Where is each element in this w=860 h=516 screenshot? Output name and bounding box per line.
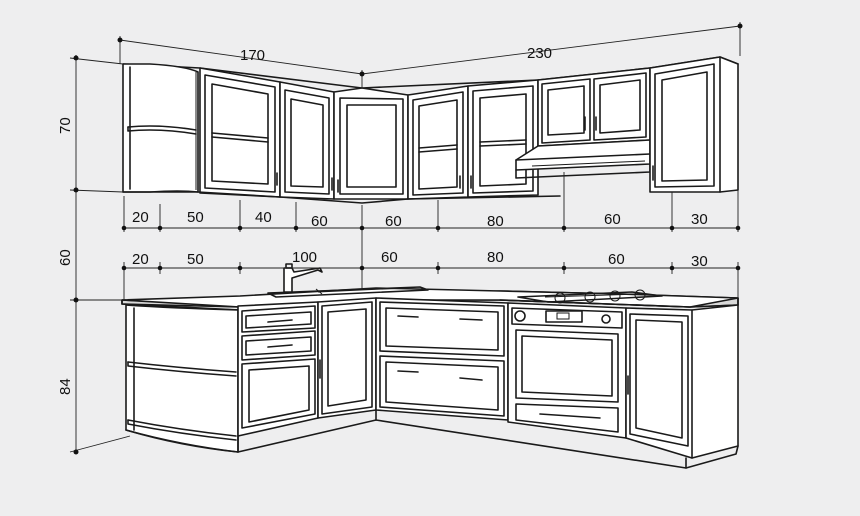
cooktop (517, 289, 663, 304)
lower-large-drawers (375, 297, 509, 421)
upper-corner-cabinet (333, 87, 409, 200)
dim-label-height-lower: 84 (57, 378, 74, 395)
dimension-labels: 170 230 70 60 84 20 50 40 60 60 80 60 30… (57, 45, 708, 395)
dim-label-upper-seg: 40 (255, 209, 272, 226)
dim-label-upper-seg: 60 (311, 213, 328, 230)
dim-label-lower-seg: 20 (132, 251, 149, 268)
dim-label-height-gap: 60 (57, 249, 74, 266)
upper-open-shelf (122, 63, 199, 193)
dim-label-upper-seg: 60 (385, 213, 402, 230)
upper-end-cabinet (649, 56, 739, 193)
upper-glass-cabinet-1 (199, 67, 281, 198)
dimension-lines (69, 22, 743, 455)
dim-label-lower-seg: 80 (487, 249, 504, 266)
dim-label-upper-seg: 30 (691, 211, 708, 228)
dim-label-upper-seg: 60 (604, 211, 621, 228)
dim-label-height-upper: 70 (57, 117, 74, 134)
dim-label-lower-seg: 30 (691, 253, 708, 270)
upper-hood-cabinets (537, 67, 651, 147)
upper-solid-cabinet-2 (279, 81, 335, 200)
lower-sink-door (317, 297, 377, 419)
dim-label-upper-left: 170 (240, 47, 265, 64)
lower-end-cabinet (625, 304, 739, 459)
dim-label-upper-seg: 80 (487, 213, 504, 230)
dim-label-lower-seg: 50 (187, 251, 204, 268)
dim-label-upper-right: 230 (527, 45, 552, 62)
lower-cabinets (121, 263, 739, 469)
lower-drawer-unit (237, 301, 319, 437)
sink (267, 286, 429, 298)
dim-label-lower-seg: 60 (608, 251, 625, 268)
upper-glass-cabinet-4 (467, 79, 539, 198)
dim-label-lower-seg: 60 (381, 249, 398, 266)
oven (507, 302, 627, 439)
dim-label-upper-seg: 50 (187, 209, 204, 226)
upper-glass-cabinet-3 (407, 85, 469, 200)
dim-label-lower-seg: 100 (292, 249, 317, 266)
lower-open-shelf (125, 304, 239, 453)
upper-cabinets (122, 56, 739, 204)
dim-label-upper-seg: 20 (132, 209, 149, 226)
